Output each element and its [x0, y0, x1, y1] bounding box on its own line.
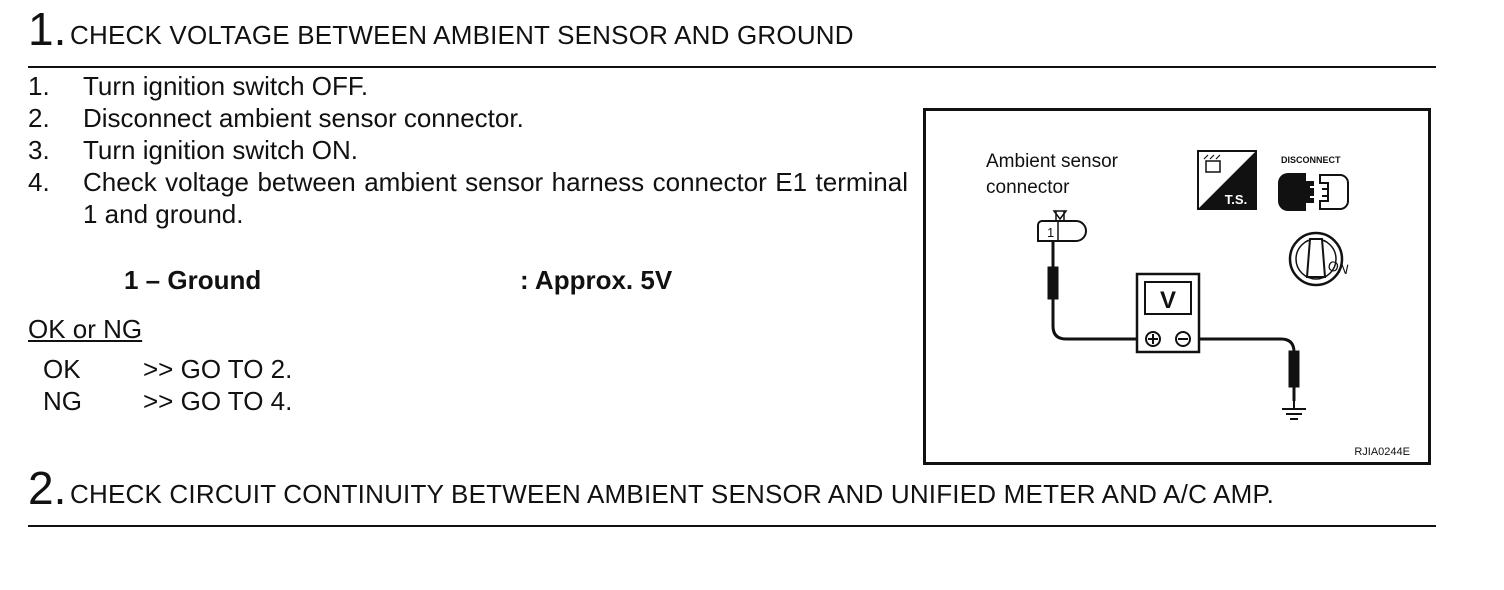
instruction-item: 4. Check voltage between ambient sensor …	[28, 166, 908, 230]
step-1-title: CHECK VOLTAGE BETWEEN AMBIENT SENSOR AND…	[70, 20, 854, 50]
instruction-text: Check voltage between ambient sensor har…	[83, 167, 908, 229]
instruction-index: 4.	[28, 167, 50, 197]
instruction-text: Disconnect ambient sensor connector.	[83, 103, 524, 133]
instruction-item: 2. Disconnect ambient sensor connector.	[28, 102, 908, 134]
test-screen-icon: T.S.	[1197, 150, 1257, 210]
instruction-text: Turn ignition switch OFF.	[83, 71, 369, 101]
step-1-number: 1.	[28, 3, 67, 55]
result-ng-key: NG	[43, 386, 82, 416]
figure-label-line-1: Ambient sensor	[986, 151, 1119, 172]
result-ng-action: >> GO TO 4.	[143, 386, 293, 416]
result-ok-key: OK	[43, 354, 81, 384]
meter-symbol: V	[1160, 287, 1176, 314]
ignition-key-on-icon: ON	[1288, 231, 1350, 287]
result-row-ng: NG >> GO TO 4.	[43, 386, 292, 417]
voltmeter-icon: V	[1135, 272, 1201, 354]
terminal-number: 1	[1047, 225, 1054, 240]
spec-value: : Approx. 5V	[520, 265, 673, 295]
result-heading: OK or NG	[28, 314, 143, 344]
wiring	[1047, 241, 1300, 401]
step-1-header: 1. CHECK VOLTAGE BETWEEN AMBIENT SENSOR …	[28, 6, 1436, 68]
probe-negative	[1288, 350, 1300, 388]
instruction-item: 3. Turn ignition switch ON.	[28, 134, 908, 166]
disconnect-label: DISCONNECT	[1281, 155, 1341, 165]
result-ok-action: >> GO TO 2.	[143, 354, 293, 384]
result-row-ok: OK >> GO TO 2.	[43, 354, 292, 385]
step-2-header: 2. CHECK CIRCUIT CONTINUITY BETWEEN AMBI…	[28, 465, 1436, 527]
figure-label: Ambient sensor connector	[986, 149, 1118, 201]
disconnect-icon: DISCONNECT	[1278, 155, 1349, 211]
step-2-title: CHECK CIRCUIT CONTINUITY BETWEEN AMBIENT…	[70, 479, 1275, 509]
connector-icon: 1	[1037, 210, 1087, 242]
wiring-figure: 1 V	[923, 108, 1431, 465]
figure-label-line-2: connector	[986, 177, 1070, 198]
instruction-text: Turn ignition switch ON.	[83, 135, 359, 165]
figure-code: RJIA0244E	[1354, 446, 1410, 458]
ground-symbol-icon	[1282, 401, 1306, 420]
instruction-index: 3.	[28, 135, 50, 165]
ignition-label: ON	[1326, 257, 1350, 277]
instruction-index: 2.	[28, 103, 50, 133]
step-2-number: 2.	[28, 462, 67, 514]
instruction-item: 1. Turn ignition switch OFF.	[28, 70, 908, 102]
instruction-list: 1. Turn ignition switch OFF. 2. Disconne…	[28, 70, 908, 230]
probe-positive	[1047, 266, 1059, 300]
instruction-index: 1.	[28, 71, 50, 101]
spec-terminal: 1 – Ground	[124, 265, 262, 295]
ts-label: T.S.	[1225, 192, 1247, 207]
wiring-diagram: 1 V	[1037, 150, 1350, 420]
